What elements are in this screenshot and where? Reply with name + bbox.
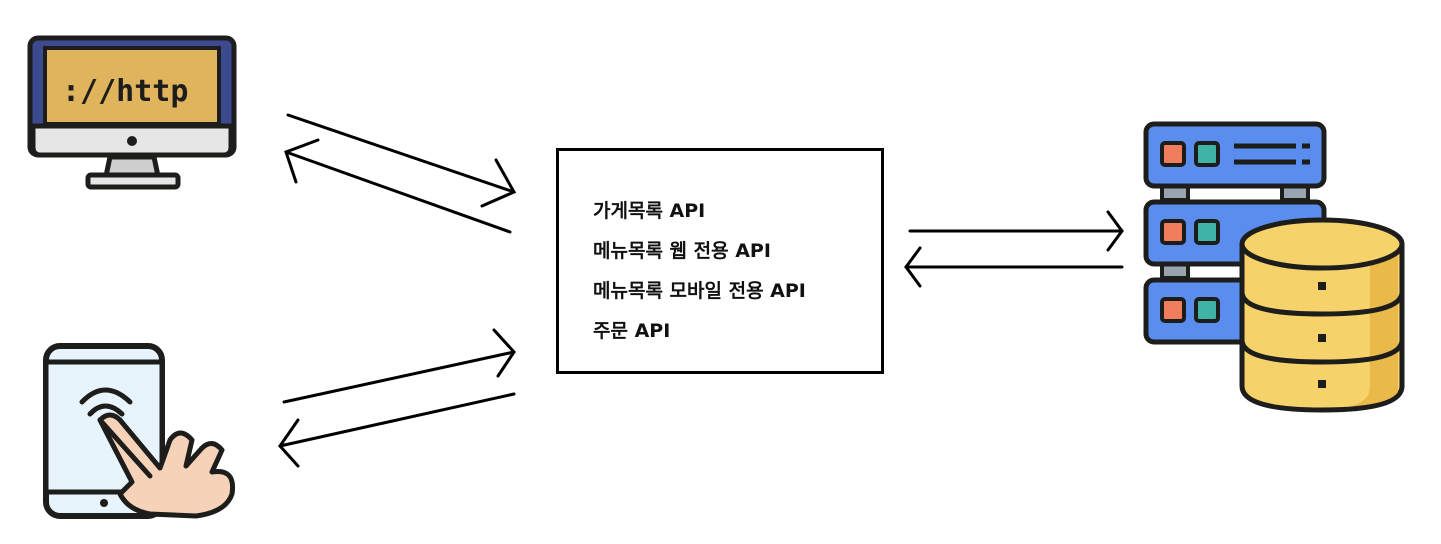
database-icon bbox=[1239, 217, 1405, 413]
arrow-mobile-to-api bbox=[282, 328, 516, 404]
api-item-menu-list-mobile: 메뉴목록 모바일 전용 API bbox=[593, 280, 806, 302]
api-gateway-box: 가게목록 API 메뉴목록 웹 전용 API 메뉴목록 모바일 전용 API 주… bbox=[556, 148, 884, 374]
arrow-api-to-backend bbox=[908, 210, 1124, 252]
api-item-store-list: 가게목록 API bbox=[593, 200, 706, 222]
api-list: 가게목록 API 메뉴목록 웹 전용 API 메뉴목록 모바일 전용 API 주… bbox=[593, 191, 806, 351]
tablet-touch-icon bbox=[43, 343, 236, 519]
api-item-menu-list-web: 메뉴목록 웹 전용 API bbox=[593, 240, 771, 262]
monitor-http-icon: ://http bbox=[27, 35, 237, 190]
arrow-api-to-web bbox=[284, 138, 512, 234]
monitor-screen-text: ://http bbox=[62, 74, 188, 109]
arrow-backend-to-api bbox=[904, 246, 1124, 288]
api-item-order: 주문 API bbox=[593, 320, 671, 342]
arrow-web-to-api bbox=[286, 113, 517, 208]
arrow-api-to-mobile bbox=[278, 392, 516, 468]
